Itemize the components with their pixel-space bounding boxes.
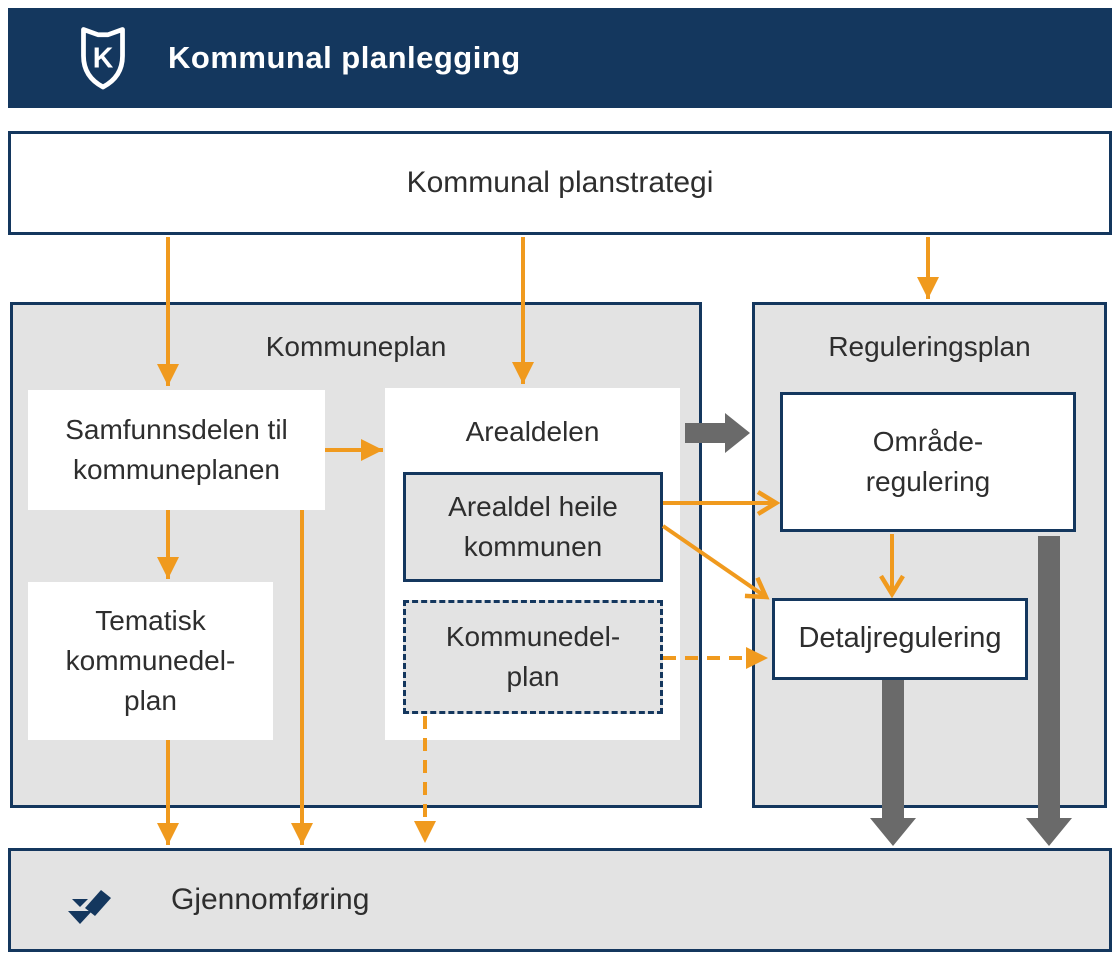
reguleringsplan-panel: Reguleringsplan <box>752 302 1107 808</box>
samfunnsdel-label: Samfunnsdelen til kommuneplanen <box>65 414 288 485</box>
omraderegulering-label: Område- regulering <box>865 426 991 497</box>
gjennomforing-label: Gjennomføring <box>171 883 370 916</box>
tematisk-kommunedelplan-box: Tematisk kommunedel- plan <box>28 582 273 740</box>
pen-icon <box>61 875 117 936</box>
detaljregulering-label: Detaljregulering <box>798 622 1002 655</box>
shield-k-icon: K <box>81 27 125 90</box>
planstrategi-label: Kommunal planstrategi <box>406 165 714 199</box>
page-title: Kommunal planlegging <box>168 40 521 75</box>
reguleringsplan-title: Reguleringsplan <box>828 331 1031 362</box>
gjennomforing-bar: Gjennomføring <box>8 848 1112 952</box>
app-header: K Kommunal planlegging <box>8 8 1112 108</box>
kommunedelplan-box: Kommunedel- plan <box>403 600 663 714</box>
shield-letter: K <box>93 42 114 74</box>
arealdel-heile-label: Arealdel heile kommunen <box>448 491 618 562</box>
tematisk-label: Tematisk kommunedel- plan <box>65 605 236 716</box>
kommunedelplan-label: Kommunedel- plan <box>445 621 621 692</box>
omraderegulering-box: Område- regulering <box>780 392 1076 532</box>
arealdelen-title: Arealdelen <box>465 416 600 447</box>
kommuneplan-title: Kommuneplan <box>265 331 447 362</box>
samfunnsdel-box: Samfunnsdelen til kommuneplanen <box>28 390 325 510</box>
arealdel-heile-box: Arealdel heile kommunen <box>403 472 663 582</box>
planstrategi-box: Kommunal planstrategi <box>8 131 1112 235</box>
detaljregulering-box: Detaljregulering <box>772 598 1028 680</box>
